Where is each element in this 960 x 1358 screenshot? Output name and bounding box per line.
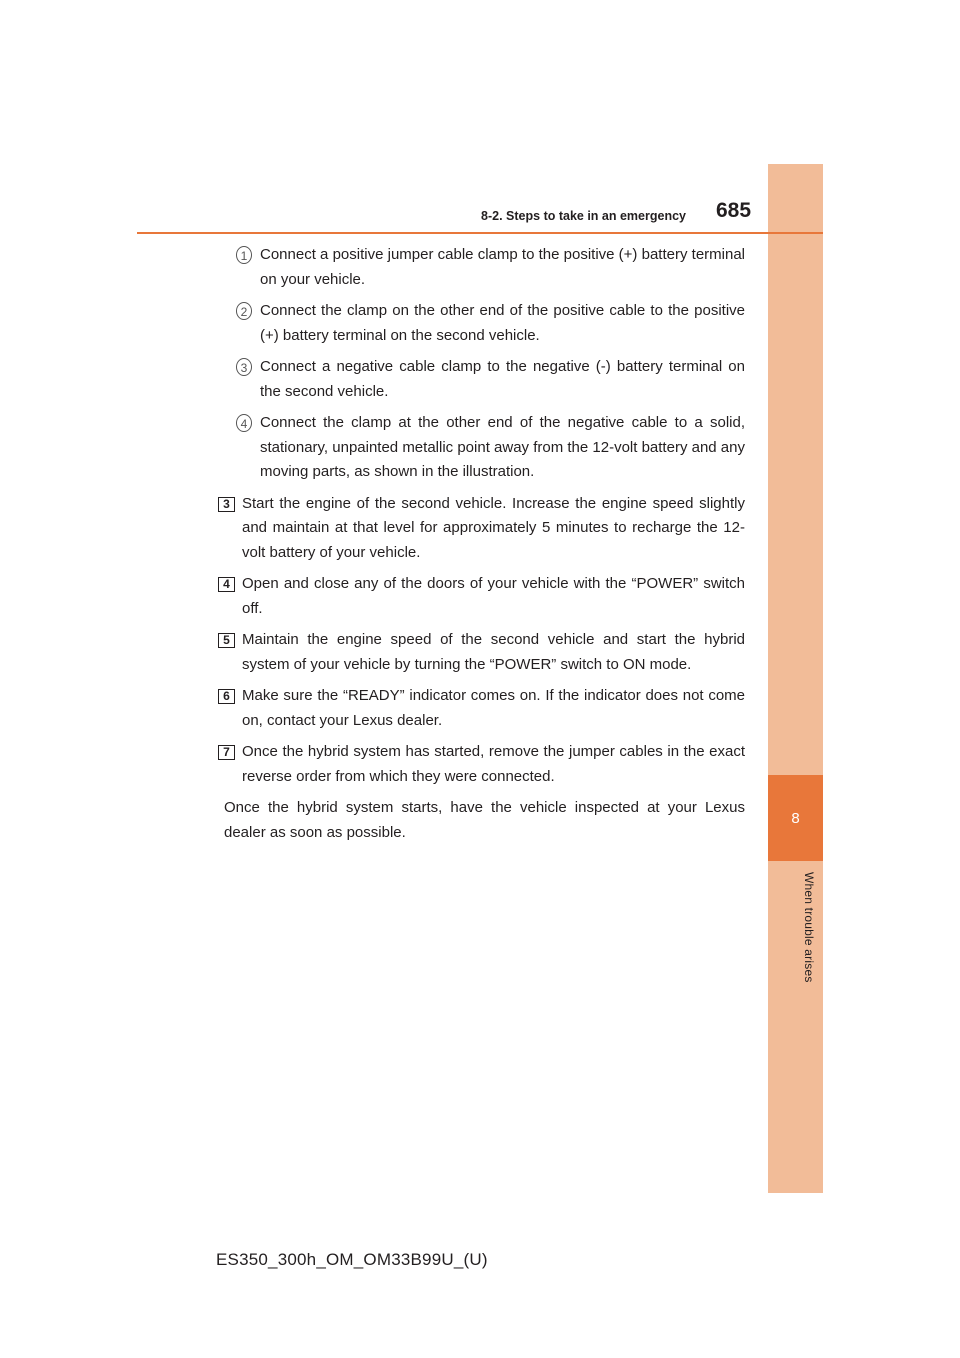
step-text: Open and close any of the doors of your … <box>242 575 745 617</box>
chapter-side-tab <box>768 164 823 1193</box>
substep-marker: 4 <box>236 414 252 432</box>
document-code-footer: ES350_300h_OM_OM33B99U_(U) <box>216 1250 488 1269</box>
substep-marker: 2 <box>236 302 252 320</box>
step-marker: 7 <box>218 745 235 760</box>
step-item: 6 Make sure the “READY” indicator comes … <box>218 684 745 733</box>
step-item: 4 Open and close any of the doors of you… <box>218 572 745 621</box>
substep-text: Connect a negative cable clamp to the ne… <box>260 358 745 400</box>
note-paragraph: Once the hybrid system starts, have the … <box>224 799 745 841</box>
substep-item: 2 Connect the clamp on the other end of … <box>222 299 745 348</box>
substep-marker: 1 <box>236 246 252 264</box>
substep-item: 4 Connect the clamp at the other end of … <box>222 411 745 485</box>
step-marker: 6 <box>218 689 235 704</box>
chapter-number: 8 <box>791 809 800 827</box>
step-marker: 5 <box>218 633 235 648</box>
substep-item: 3 Connect a negative cable clamp to the … <box>222 355 745 404</box>
step-item: 7 Once the hybrid system has started, re… <box>218 740 745 789</box>
step-marker: 3 <box>218 496 235 512</box>
step-text: Make sure the “READY” indicator comes on… <box>242 687 745 729</box>
step-marker: 4 <box>218 577 235 592</box>
page-content: 1 Connect a positive jumper cable clamp … <box>218 243 745 845</box>
section-title: 8-2. Steps to take in an emergency <box>481 209 686 223</box>
substep-text: Connect a positive jumper cable clamp to… <box>260 246 745 288</box>
step-text: Once the hybrid system has started, remo… <box>242 743 745 785</box>
chapter-number-box: 8 <box>768 775 823 861</box>
substep-text: Connect the clamp at the other end of th… <box>260 414 745 480</box>
step-text: Maintain the engine speed of the second … <box>242 631 745 673</box>
chapter-title: When trouble arises <box>802 872 816 983</box>
step-item: 5 Maintain the engine speed of the secon… <box>218 628 745 677</box>
step-item: 3 Start the engine of the second vehicle… <box>218 492 745 566</box>
header-divider <box>137 232 823 234</box>
substep-text: Connect the clamp on the other end of th… <box>260 302 745 344</box>
page-number: 685 <box>716 199 752 222</box>
substep-marker: 3 <box>236 358 252 376</box>
step-text: Start the engine of the second vehicle. … <box>242 494 745 561</box>
substep-item: 1 Connect a positive jumper cable clamp … <box>222 243 745 292</box>
